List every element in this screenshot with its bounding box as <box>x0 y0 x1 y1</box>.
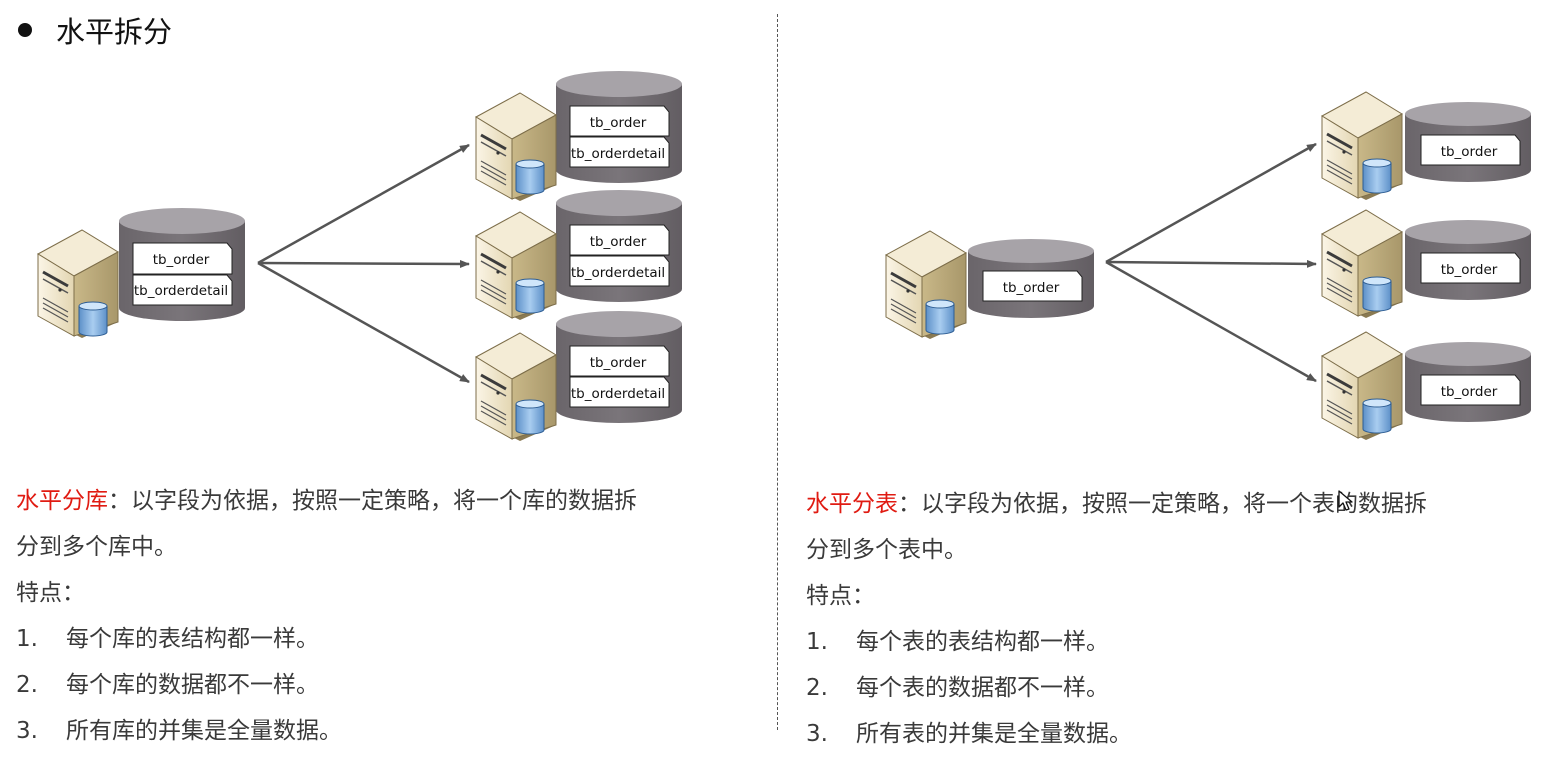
table-card: tb_orderdetail <box>569 136 670 168</box>
list-text: 每个表的表结构都一样。 <box>856 629 1109 655</box>
arrow-icon <box>257 261 470 384</box>
table-card: tb_order <box>1420 374 1521 406</box>
target-table-right-1: tb_order <box>1320 90 1531 202</box>
list-number: 3. <box>806 721 828 747</box>
title-row: 水平拆分 <box>18 10 172 50</box>
table-label: tb_order <box>1441 144 1498 160</box>
source-database-right: tb_order <box>884 229 1094 341</box>
table-label: tb_order <box>590 115 647 131</box>
table-card: tb_orderdetail <box>132 274 233 306</box>
arrow-group-right <box>1105 142 1317 383</box>
left-desc-line1: ：以字段为依据，按照一定策略，将一个库的数据拆 <box>108 488 637 514</box>
list-item: 3. 所有库的并集是全量数据。 <box>16 708 716 754</box>
right-features-label: 特点： <box>806 583 875 609</box>
database-icon <box>1362 276 1392 312</box>
database-icon <box>1362 398 1392 434</box>
left-definition: 水平分库：以字段为依据，按照一定策略，将一个库的数据拆 <box>16 478 716 524</box>
table-label: tb_orderdetail <box>134 283 228 299</box>
list-number: 2. <box>16 672 38 698</box>
table-card: tb_order <box>1420 252 1521 284</box>
arrow-icon <box>1105 260 1317 383</box>
list-item: 2. 每个库的数据都不一样。 <box>16 662 716 708</box>
left-description: 水平分库：以字段为依据，按照一定策略，将一个库的数据拆 分到多个库中。 特点： … <box>16 478 716 754</box>
database-icon <box>515 399 545 435</box>
table-label: tb_order <box>1441 262 1498 278</box>
list-number: 1. <box>16 626 38 652</box>
list-item: 3. 所有表的并集是全量数据。 <box>806 711 1506 757</box>
left-highlight: 水平分库 <box>16 488 108 514</box>
list-number: 2. <box>806 675 828 701</box>
arrow-icon <box>1105 259 1317 268</box>
list-text: 每个库的数据都不一样。 <box>66 672 319 698</box>
bullet-icon <box>18 23 32 37</box>
table-card: tb_order <box>569 345 670 377</box>
database-icon <box>515 159 545 195</box>
table-label: tb_order <box>590 234 647 250</box>
list-text: 所有表的并集是全量数据。 <box>856 721 1132 747</box>
cursor-icon <box>1338 490 1353 511</box>
table-label: tb_orderdetail <box>571 146 665 162</box>
database-icon <box>78 301 108 337</box>
list-text: 每个表的数据都不一样。 <box>856 675 1109 701</box>
section-divider <box>777 14 778 730</box>
table-card: tb_orderdetail <box>569 376 670 408</box>
target-database-left-1: tb_order tb_orderdetail <box>474 71 682 203</box>
right-desc-line2: 分到多个表中。 <box>806 537 967 563</box>
left-features-label: 特点： <box>16 580 85 606</box>
table-label: tb_order <box>1441 384 1498 400</box>
source-database-left: tb_order tb_orderdetail <box>36 208 245 340</box>
arrow-icon <box>257 259 470 268</box>
arrow-group-left <box>257 143 470 384</box>
table-card: tb_order <box>569 105 670 137</box>
table-card: tb_order <box>982 270 1083 302</box>
right-definition: 水平分表：以字段为依据，按照一定策略，将一个表的数据拆 <box>806 481 1506 527</box>
database-icon <box>925 299 955 335</box>
page-title: 水平拆分 <box>56 15 173 49</box>
target-database-left-2: tb_order tb_orderdetail <box>474 190 682 322</box>
list-text: 每个库的表结构都一样。 <box>66 626 319 652</box>
table-label: tb_order <box>1003 280 1060 296</box>
target-table-right-2: tb_order <box>1320 208 1531 320</box>
table-card: tb_order <box>132 242 233 275</box>
right-highlight: 水平分表 <box>806 491 898 517</box>
table-label: tb_orderdetail <box>571 265 665 281</box>
target-table-right-3: tb_order <box>1320 330 1531 442</box>
arrow-icon <box>1105 142 1317 264</box>
list-number: 3. <box>16 718 38 744</box>
table-card: tb_order <box>1420 134 1521 166</box>
table-label: tb_orderdetail <box>571 386 665 402</box>
arrow-icon <box>257 143 470 265</box>
table-card: tb_orderdetail <box>569 255 670 287</box>
list-text: 所有库的并集是全量数据。 <box>66 718 342 744</box>
left-desc-line2: 分到多个库中。 <box>16 534 177 560</box>
right-description: 水平分表：以字段为依据，按照一定策略，将一个表的数据拆 分到多个表中。 特点： … <box>806 481 1506 757</box>
list-item: 2. 每个表的数据都不一样。 <box>806 665 1506 711</box>
list-item: 1. 每个表的表结构都一样。 <box>806 619 1506 665</box>
database-icon <box>1362 158 1392 194</box>
list-number: 1. <box>806 629 828 655</box>
table-label: tb_order <box>590 355 647 371</box>
table-card: tb_order <box>569 224 670 256</box>
target-database-left-3: tb_order tb_orderdetail <box>474 311 682 443</box>
table-label: tb_order <box>153 252 210 268</box>
list-item: 1. 每个库的表结构都一样。 <box>16 616 716 662</box>
database-icon <box>515 278 545 314</box>
sharding-diagram: tb_order tb_orderdetail tb_order tb_orde… <box>36 71 1531 443</box>
